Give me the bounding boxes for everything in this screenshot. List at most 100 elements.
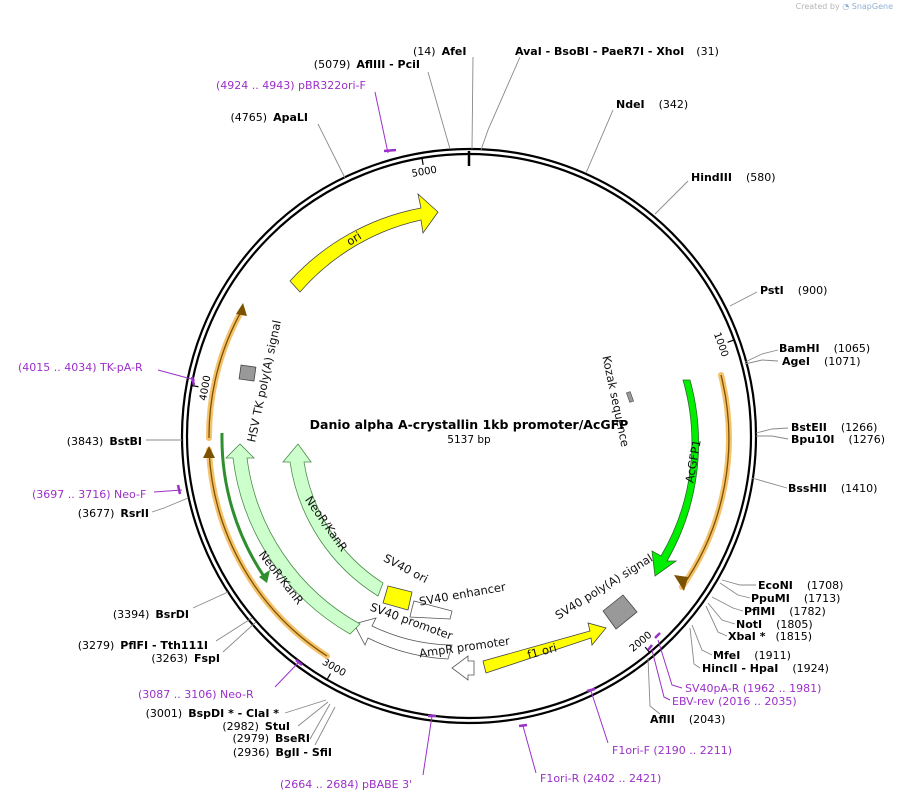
enzyme-pflfi-pos: (3279) xyxy=(78,639,115,652)
orf-arrow-neor-green-icon xyxy=(259,570,270,583)
enzyme-mfei[interactable]: MfeI(1911) xyxy=(713,649,791,662)
enzyme-ppumi[interactable]: PpuMI(1713) xyxy=(751,592,840,605)
leader-neo-r xyxy=(274,662,299,688)
enzyme-bstbi-name: BstBI xyxy=(109,435,142,448)
tick-label-3000: 3000 xyxy=(320,657,348,679)
enzyme-fspi[interactable]: (3263)FspI xyxy=(151,652,220,665)
enzyme-ndei-pos: (342) xyxy=(659,98,689,111)
enzyme-noti-name: NotI xyxy=(736,618,762,631)
primer-pbr322ori-f[interactable]: (4924 .. 4943) pBR322ori-F xyxy=(216,79,366,92)
leader-bgli xyxy=(314,706,336,746)
enzyme-afei[interactable]: (14)AfeI xyxy=(413,45,466,58)
enzyme-leaders xyxy=(146,56,789,746)
enzyme-avai-group[interactable]: AvaI - BsoBI - PaeR7I - XhoI (31) xyxy=(515,45,719,58)
enzyme-labels-right: (14)AfeI AvaI - BsoBI - PaeR7I - XhoI (31… xyxy=(413,45,885,726)
enzyme-ndei[interactable]: NdeI (342) xyxy=(616,98,688,111)
leader-hindiii xyxy=(654,180,689,215)
orf-line-tk xyxy=(208,309,243,439)
enzyme-bamhi[interactable]: BamHI(1065) xyxy=(779,342,870,355)
enzyme-pflmi-name: PflMI xyxy=(744,605,775,618)
enzyme-agei[interactable]: AgeI(1071) xyxy=(782,355,861,368)
enzyme-pflfi[interactable]: (3279)PflFI - Tth111I xyxy=(78,639,208,652)
enzyme-agei-name: AgeI xyxy=(782,355,810,368)
feature-label-sv40-enhancer: SV40 enhancer xyxy=(418,580,507,609)
enzyme-mfei-name: MfeI xyxy=(713,649,740,662)
orf-line-neo xyxy=(208,449,328,657)
enzyme-bstbi[interactable]: (3843)BstBI xyxy=(67,435,142,448)
feature-sv40-enhancer[interactable] xyxy=(409,600,453,620)
snapgene-watermark: Created by ◔ SnapGene xyxy=(796,2,893,11)
feature-sv40-promoter[interactable] xyxy=(353,617,453,660)
primer-neo-f[interactable]: (3697 .. 3716) Neo-F xyxy=(32,488,146,501)
enzyme-bspdi[interactable]: (3001) BspDI * - ClaI * xyxy=(146,707,280,720)
leader-pflfi xyxy=(215,617,253,642)
primer-mark-f1ori-f xyxy=(586,687,596,693)
leader-bsrdi xyxy=(192,591,229,609)
orf-line-neor-green xyxy=(220,432,267,579)
enzyme-bsrdi-name: BsrDI xyxy=(155,608,189,621)
enzyme-hincii[interactable]: HincII - HpaI(1924) xyxy=(702,662,829,675)
feature-kozak[interactable] xyxy=(626,391,634,403)
leader-bseri xyxy=(309,703,331,740)
enzyme-hincii-name: HincII - HpaI xyxy=(702,662,778,675)
enzyme-aflii[interactable]: AflII(2043) xyxy=(650,713,725,726)
plasmid-title: Danio alpha A-crystallin 1kb promoter/Ac… xyxy=(310,417,629,432)
enzyme-xbai-name: XbaI * xyxy=(728,630,766,643)
enzyme-psti-pos: (900) xyxy=(798,284,828,297)
orf-arrow-tk-icon xyxy=(236,303,247,316)
primer-ebv-rev[interactable]: EBV-rev (2016 .. 2035) xyxy=(672,695,797,708)
enzyme-labels-left: (2936)BglI - SfiI (2979)BseRI (2982)StuI… xyxy=(67,58,420,759)
enzyme-ndei-name: NdeI xyxy=(616,98,645,111)
enzyme-econi[interactable]: EcoNI(1708) xyxy=(758,579,843,592)
enzyme-apali[interactable]: (4765)ApaLI xyxy=(231,111,309,124)
feature-ampr-promoter[interactable] xyxy=(451,655,475,681)
enzyme-bsteii-name: BstEII xyxy=(791,421,827,434)
feature-neor-kanr-inner[interactable] xyxy=(282,443,384,597)
primer-pbabe-3[interactable]: (2664 .. 2684) pBABE 3' xyxy=(280,778,412,791)
primer-neo-r[interactable]: (3087 .. 3106) Neo-R xyxy=(138,688,254,701)
primer-mark-pbr322ori-f xyxy=(383,148,397,153)
feature-acgfp1[interactable] xyxy=(651,379,699,577)
leader-agei xyxy=(744,359,779,365)
enzyme-bspdi-pos: (3001) xyxy=(146,707,183,720)
enzyme-psti[interactable]: PstI(900) xyxy=(760,284,827,297)
enzyme-bpu10i-pos: (1276) xyxy=(849,433,886,446)
primer-f1ori-f[interactable]: F1ori-F (2190 .. 2211) xyxy=(612,744,732,757)
primer-tk-pa-r[interactable]: (4015 .. 4034) TK-pA-R xyxy=(18,361,143,374)
enzyme-afliii[interactable]: (5079)AflIII - PciI xyxy=(314,58,420,71)
enzyme-bsteii[interactable]: BstEII(1266) xyxy=(791,421,877,434)
enzyme-rsrii-pos: (3677) xyxy=(78,507,115,520)
enzyme-bpu10i[interactable]: Bpu10I (1276) xyxy=(791,433,885,446)
enzyme-bsshii[interactable]: BssHII(1410) xyxy=(788,482,877,495)
primer-f1ori-r[interactable]: F1ori-R (2402 .. 2421) xyxy=(540,772,661,785)
leader-afei xyxy=(471,56,474,150)
enzyme-noti[interactable]: NotI(1805) xyxy=(736,618,813,631)
feature-f1-ori[interactable] xyxy=(482,622,607,674)
enzyme-avai-names: AvaI - BsoBI - PaeR7I - XhoI xyxy=(515,45,684,58)
leader-afliii xyxy=(427,71,451,150)
enzyme-xbai[interactable]: XbaI * (1815) xyxy=(728,630,812,643)
leader-noti xyxy=(707,602,736,625)
enzyme-stui[interactable]: (2982)StuI xyxy=(222,720,290,733)
enzyme-hindiii[interactable]: HindIII(580) xyxy=(691,171,776,184)
feature-ori[interactable] xyxy=(289,192,439,293)
leader-ebv-rev xyxy=(651,649,671,701)
leader-ppumi xyxy=(719,582,751,599)
enzyme-xbai-pos: (1815) xyxy=(775,630,812,643)
enzyme-avai-pos: (31) xyxy=(696,45,719,58)
enzyme-bseri[interactable]: (2979)BseRI xyxy=(232,732,310,745)
enzyme-bspdi-name: BspDI * - ClaI * xyxy=(188,707,279,720)
enzyme-bpu10i-name: Bpu10I xyxy=(791,433,835,446)
leader-sv40pa-r xyxy=(657,639,683,689)
leader-bspdi xyxy=(284,699,327,714)
feature-neor-kanr-outer[interactable] xyxy=(225,443,361,635)
primer-sv40pa-r[interactable]: SV40pA-R (1962 .. 1981) xyxy=(685,682,821,695)
feature-hsv-tk-polya[interactable] xyxy=(238,364,257,382)
enzyme-rsrii[interactable]: (3677)RsrII xyxy=(78,507,149,520)
enzyme-bgli[interactable]: (2936)BglI - SfiI xyxy=(233,746,332,759)
enzyme-pflmi[interactable]: PflMI(1782) xyxy=(744,605,826,618)
enzyme-hindiii-name: HindIII xyxy=(691,171,732,184)
feature-sv40-ori[interactable] xyxy=(382,585,413,611)
feature-sv40-polya[interactable] xyxy=(602,594,638,630)
enzyme-bsrdi[interactable]: (3394)BsrDI xyxy=(113,608,189,621)
